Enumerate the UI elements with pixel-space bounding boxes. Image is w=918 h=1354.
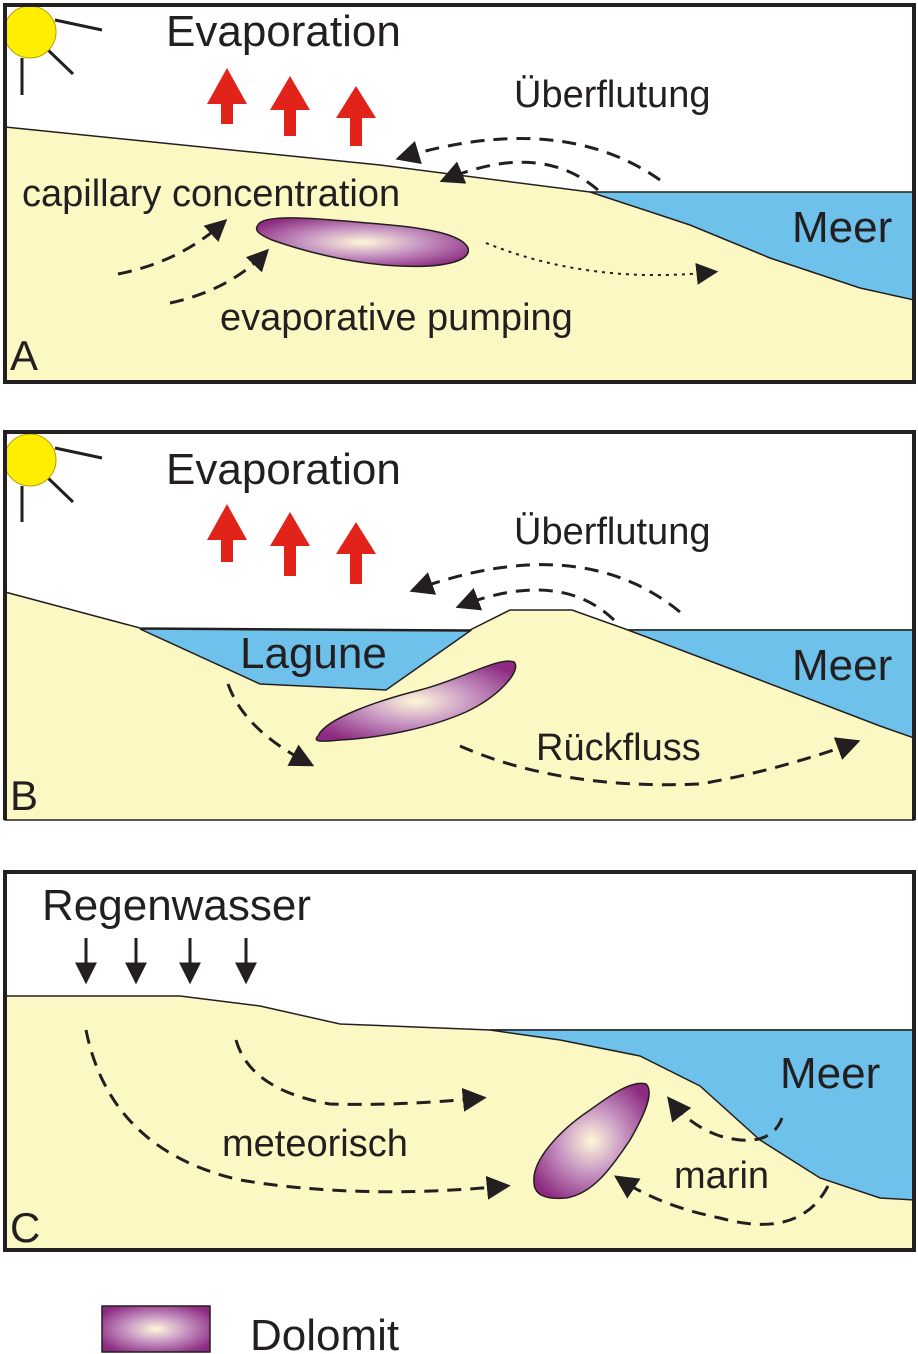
dolomite-legend-label: Dolomit: [250, 1311, 399, 1354]
panel-b-frame: [3, 430, 916, 820]
evaporation-label: Evaporation: [166, 445, 401, 494]
sea-label: Meer: [780, 1049, 880, 1098]
meteoric-label: meteorisch: [222, 1123, 408, 1165]
flooding-label: Überflutung: [514, 511, 710, 553]
rain-arrows-icon: [75, 938, 257, 985]
meteoric-arrow-inner: [234, 1039, 487, 1112]
panel-a-frame: [3, 3, 916, 384]
lagoon-seepage-arrow: [226, 683, 315, 767]
dolomite-body-b: [315, 660, 517, 742]
pumping-arrow-upper: [117, 219, 228, 276]
panel-a: Evaporation Überflutung Meer capillary c…: [3, 3, 916, 384]
flooding-arrow-upper: [409, 563, 681, 614]
dolomite-body-c: [533, 1082, 650, 1200]
marine-arrow-upper: [667, 1096, 784, 1142]
lagoon-water: [139, 628, 473, 691]
pumping-arrow-lower: [169, 248, 270, 305]
flooding-label: Überflutung: [514, 74, 710, 116]
marine-arrow-lower: [614, 1175, 830, 1226]
rain-label: Regenwasser: [42, 881, 311, 930]
marine-label: marin: [674, 1155, 769, 1197]
sea-label: Meer: [792, 203, 892, 252]
flooding-arrow-lower: [439, 160, 599, 192]
reflux-arrow: [459, 737, 861, 787]
panel-letter: B: [10, 772, 38, 819]
capillary-label: capillary concentration: [22, 173, 400, 215]
sea-label: Meer: [792, 641, 892, 690]
panel-c-frame: [3, 870, 916, 1252]
flooding-arrow-upper: [395, 136, 661, 182]
panel-letter: C: [10, 1204, 40, 1251]
evaporation-arrows-icon: [207, 504, 376, 584]
seepage-arrow: [485, 242, 719, 285]
meteoric-arrow-outer: [84, 1029, 511, 1200]
dolomite-legend-swatch: [101, 1305, 211, 1353]
panel-b: Evaporation Überflutung Lagune Meer Rück…: [3, 430, 916, 821]
panel-letter: A: [10, 332, 38, 379]
pumping-label: evaporative pumping: [220, 297, 573, 339]
reflux-label: Rückfluss: [536, 727, 701, 769]
panel-b-sea: [627, 629, 915, 740]
lagoon-label: Lagune: [240, 629, 387, 678]
evaporation-arrows-icon: [207, 68, 376, 146]
flooding-arrow-lower: [455, 587, 616, 622]
evaporation-label: Evaporation: [166, 7, 401, 56]
legend: Dolomit: [101, 1305, 399, 1354]
dolomite-body-a: [255, 217, 469, 268]
panel-c: Regenwasser Meer meteorisch marin C: [3, 870, 916, 1252]
